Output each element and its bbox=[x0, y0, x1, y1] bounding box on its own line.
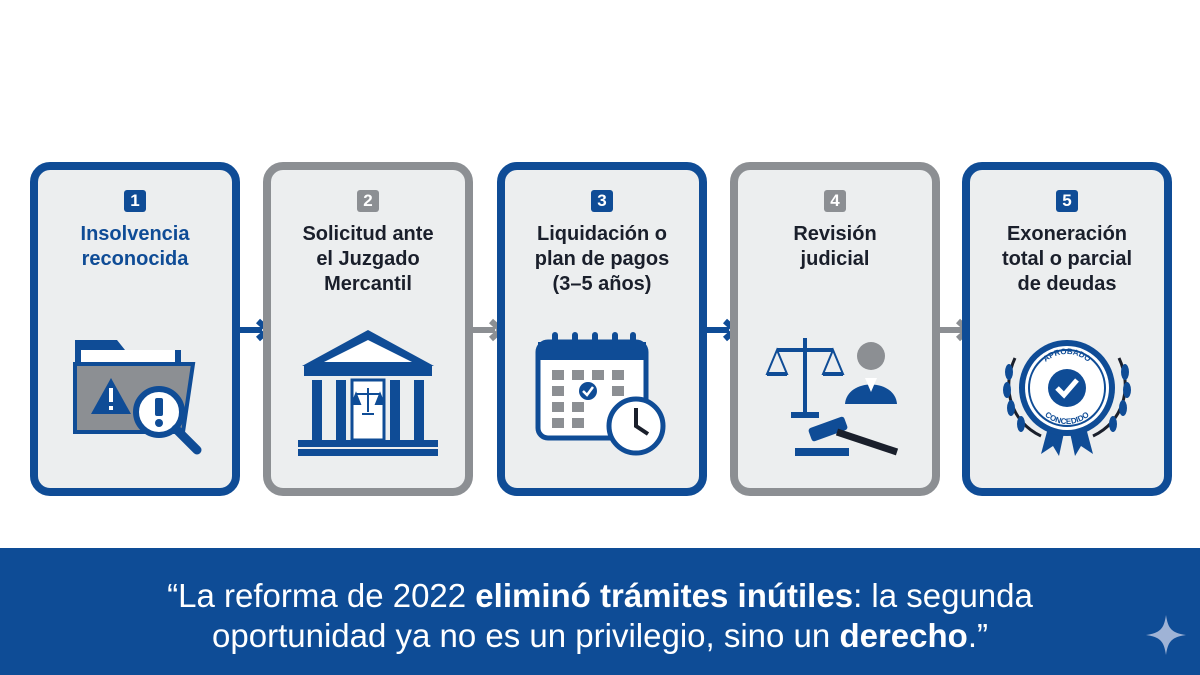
sparkle-icon bbox=[1146, 615, 1186, 655]
step-card-1: 1 Insolvencia reconocida bbox=[30, 162, 240, 496]
step-card-5: 5 Exoneración total o parcial de deudas bbox=[962, 162, 1172, 496]
step-title-3: Liquidación o plan de pagos (3–5 años) bbox=[534, 223, 670, 295]
courthouse-icon bbox=[298, 330, 438, 456]
step-number-3: 3 bbox=[591, 190, 613, 212]
step-number-4: 4 bbox=[824, 190, 846, 212]
calendar-clock-icon bbox=[535, 332, 666, 456]
folder-warning-magnifier-icon bbox=[73, 340, 202, 455]
step-card-4: 4 Revisión judicial bbox=[730, 162, 940, 496]
step-title-2: Solicitud ante el Juzgado Mercantil bbox=[302, 223, 434, 295]
step-number-2: 2 bbox=[357, 190, 379, 212]
step-card-2: 2 Solicitud ante el Juzgado Mercantil bbox=[263, 162, 473, 496]
approved-seal-icon: APROBADO CONCEDIDO bbox=[1003, 340, 1131, 456]
process-steps: 1 Insolvencia reconocida 2 Solicitud ant… bbox=[30, 162, 1172, 496]
step-title-4: Revisión judicial bbox=[793, 223, 877, 270]
quote-banner: “La reforma de 2022 eliminó trámites inú… bbox=[0, 548, 1200, 675]
quote-text: “La reforma de 2022 eliminó trámites inú… bbox=[167, 577, 1033, 654]
step-title-1: Insolvencia reconocida bbox=[80, 223, 190, 270]
judge-scales-gavel-icon bbox=[765, 338, 899, 456]
step-title-5: Exoneración total o parcial de deudas bbox=[1001, 223, 1133, 295]
step-number-5: 5 bbox=[1056, 190, 1078, 212]
step-number-1: 1 bbox=[124, 190, 146, 212]
step-card-3: 3 Liquidación o plan de pagos (3–5 años) bbox=[497, 162, 707, 496]
